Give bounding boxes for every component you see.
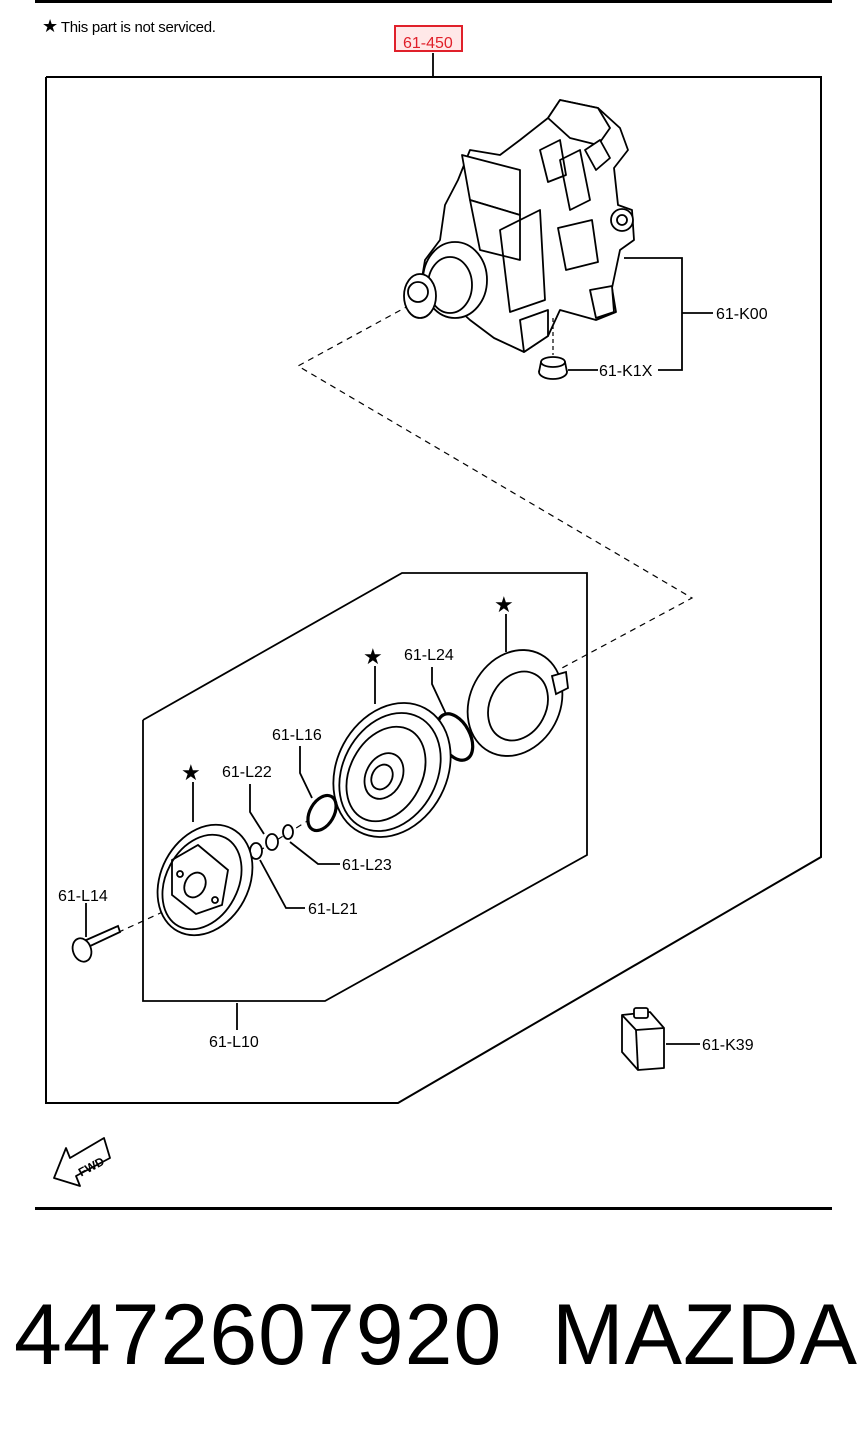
- assembly-frame: [45, 76, 822, 1104]
- callout-61-l24[interactable]: 61-L24: [404, 647, 454, 664]
- callout-61-k00[interactable]: 61-K00: [716, 306, 768, 323]
- star-icon: ★: [494, 592, 514, 617]
- callout-61-l22[interactable]: 61-L22: [222, 764, 272, 781]
- field-coil: [466, 649, 569, 757]
- oil-bottle: [621, 1007, 665, 1071]
- callout-61-k1x[interactable]: 61-K1X: [599, 363, 653, 380]
- callout-61-450[interactable]: 61-450: [403, 35, 453, 52]
- compressor: [403, 99, 635, 353]
- service-note: ★This part is not serviced.: [42, 16, 216, 37]
- bolt-cap: [538, 318, 568, 380]
- callout-61-k39[interactable]: 61-K39: [702, 1037, 754, 1054]
- bottom-rule: [35, 1207, 832, 1210]
- brand-name: MAZDA: [552, 1287, 858, 1383]
- star-icon: ★: [42, 16, 58, 36]
- clutch-frame: [142, 572, 588, 1002]
- star-icon: ★: [363, 644, 383, 669]
- pulley: [332, 702, 452, 838]
- service-note-text: This part is not serviced.: [60, 19, 216, 36]
- callout-61-l23[interactable]: 61-L23: [342, 857, 392, 874]
- callout-61-l10[interactable]: 61-L10: [209, 1034, 259, 1051]
- bolt-l14: [71, 924, 122, 963]
- star-icon: ★: [181, 760, 201, 785]
- top-rule: [35, 0, 832, 3]
- fwd-arrow-icon: [53, 1137, 111, 1187]
- pressure-plate: [156, 823, 254, 937]
- snap-ring-l16: [306, 793, 338, 833]
- part-number: 4472607920: [14, 1287, 503, 1383]
- callout-61-l14[interactable]: 61-L14: [58, 888, 108, 905]
- highlight-box: [394, 25, 463, 52]
- callout-61-l16[interactable]: 61-L16: [272, 727, 322, 744]
- callout-61-l21[interactable]: 61-L21: [308, 901, 358, 918]
